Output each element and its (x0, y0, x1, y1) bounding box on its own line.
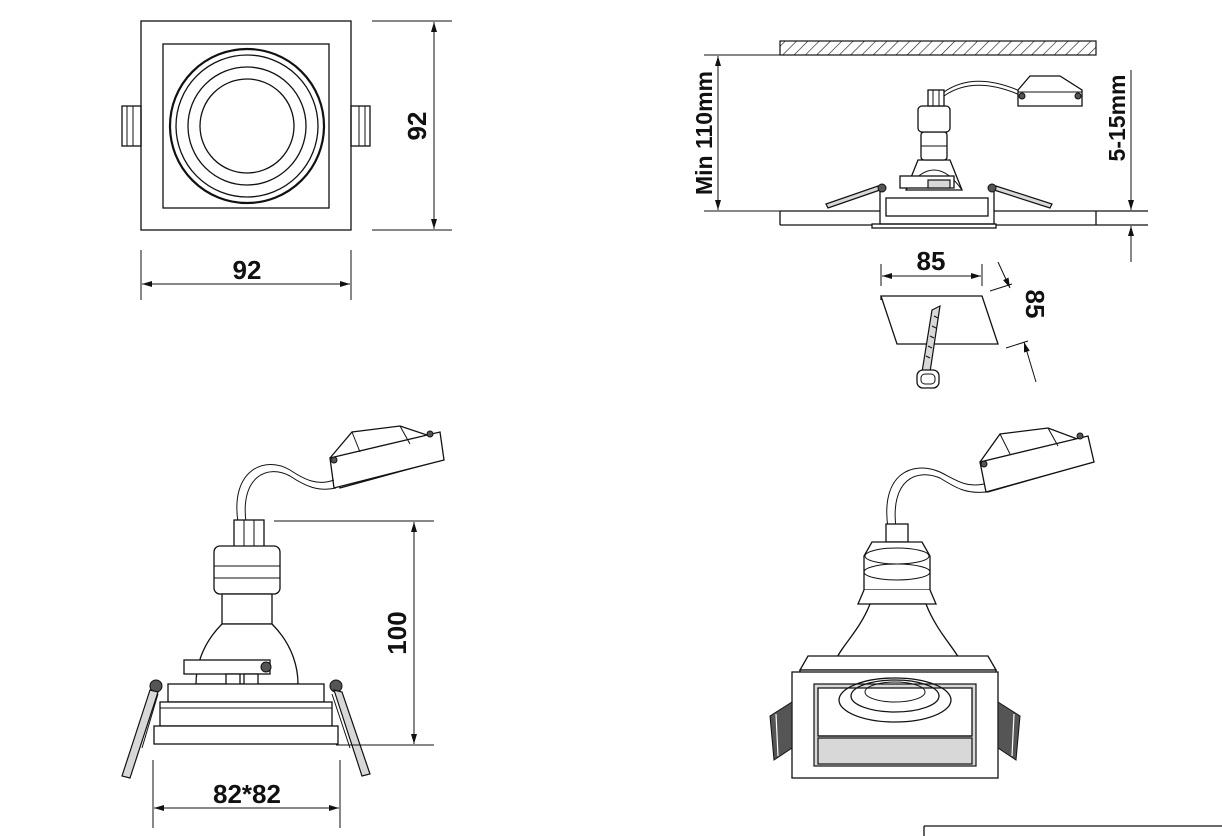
cutout-depth-label: 85 (1020, 290, 1050, 319)
inner-square-frame (162, 43, 330, 209)
ceiling-slab (779, 40, 1097, 56)
lamp-socket (213, 519, 281, 625)
keyhole-saw-blade (921, 304, 941, 373)
min-depth-label: Min 110mm (691, 71, 717, 195)
top-view-width-label: 92 (233, 255, 262, 285)
inner-ring (199, 78, 295, 174)
mounting-bracket (183, 659, 271, 675)
ceiling-thickness-label: 5-15mm (1104, 75, 1130, 162)
cutout-detail: 85 85 (880, 246, 1050, 389)
terminal-block-perspective (979, 427, 1095, 493)
cutout-width-label: 85 (917, 246, 946, 276)
left-spring-clip (121, 105, 142, 147)
outer-square-frame (140, 20, 352, 231)
power-cable-perspective (886, 467, 985, 529)
front-height-label: 100 (382, 611, 412, 654)
outer-ring (168, 47, 326, 205)
left-spring-perspective (769, 701, 793, 761)
power-cable (236, 464, 335, 523)
ceiling-board (779, 210, 1148, 226)
perspective-view (769, 427, 1095, 779)
cutout-depth-arrow-bottom (1023, 341, 1037, 383)
title-block-frame (923, 825, 1222, 836)
fixture-ring-top (167, 683, 325, 703)
cutout-outline (880, 295, 999, 345)
saw-handle (916, 369, 940, 389)
reflector-perspective (835, 603, 962, 661)
cutout-depth-arrow-top (997, 261, 1011, 289)
middle-ring (187, 66, 307, 186)
fixture-frame (153, 725, 339, 745)
front-view: 100 82*82 (121, 425, 445, 828)
fixture-ring-bottom (159, 701, 333, 727)
installed-fixture (825, 75, 1083, 229)
square-housing (791, 655, 999, 779)
installation-view: Min 110mm 5-15mm (691, 40, 1148, 262)
terminal-block (329, 425, 445, 489)
left-spring-arm (121, 679, 163, 779)
right-spring-perspective (997, 701, 1021, 761)
right-spring-clip (350, 105, 371, 147)
top-view: 92 92 (121, 20, 452, 300)
frame-size-label: 82*82 (213, 779, 281, 809)
right-spring-arm (329, 679, 371, 777)
top-view-height-label: 92 (402, 112, 432, 141)
